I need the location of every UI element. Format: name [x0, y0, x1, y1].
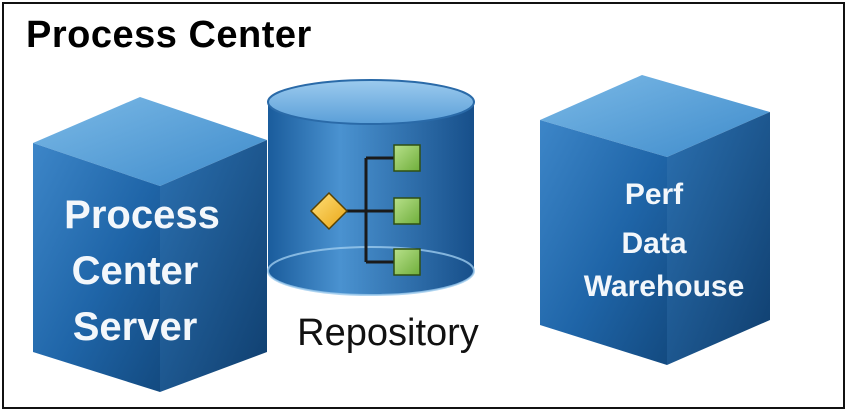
server-cube-top [33, 97, 267, 186]
server-label-line-2: Center [72, 249, 199, 293]
warehouse-label-line-1: Perf [625, 178, 684, 211]
repository-cylinder-bottom-rim [267, 246, 475, 296]
repository-cylinder-body [268, 102, 474, 295]
repository-cylinder-top [267, 79, 475, 125]
warehouse-cube-side [667, 112, 770, 365]
process-hierarchy-icon [309, 144, 421, 276]
warehouse-cube-top [540, 75, 770, 157]
repository-cylinder: Repository [267, 79, 479, 354]
warehouse-label-line-3: Warehouse [584, 270, 745, 303]
diagram-title: Process Center [26, 14, 312, 56]
node-square-icon [393, 248, 421, 276]
node-square-icon [393, 197, 421, 225]
warehouse-cube-front [540, 120, 667, 365]
warehouse-label-line-2: Data [621, 227, 686, 260]
server-label-line-1: Process [64, 193, 220, 237]
perf-data-warehouse-cube: Perf Data Warehouse [540, 75, 770, 365]
process-center-server-cube: Process Center Server [33, 97, 267, 392]
decision-diamond-icon [309, 191, 349, 231]
server-label-line-3: Server [73, 305, 198, 349]
server-cube-front [33, 143, 160, 392]
repository-label: Repository [297, 312, 479, 354]
server-cube-side [160, 140, 267, 392]
node-square-icon [393, 144, 421, 172]
